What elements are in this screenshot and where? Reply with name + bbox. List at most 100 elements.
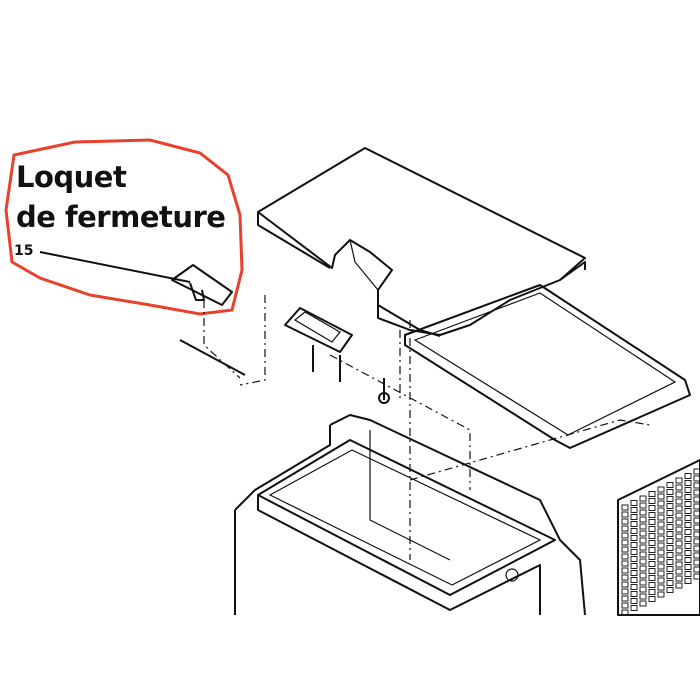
grille-cell (657, 535, 665, 542)
grille-cell (675, 519, 683, 526)
grille-cell (675, 575, 683, 582)
grille-cell (657, 528, 665, 535)
leader-line (39, 251, 191, 283)
grille-grid (621, 468, 700, 616)
grille-cell (648, 533, 656, 539)
grille-cell (693, 482, 700, 489)
grille-cell (666, 566, 674, 572)
grille-cell (621, 532, 629, 539)
grille-cell (666, 559, 674, 565)
callout-outline (4, 138, 244, 316)
grille-cell (630, 591, 638, 597)
latch-rod (179, 339, 246, 376)
assembly-dashed-lines (203, 295, 651, 560)
grille-cell (693, 489, 700, 496)
grille-cell (621, 525, 629, 532)
grille-cell (648, 561, 656, 567)
grille-cell (648, 519, 656, 525)
grille-cell (639, 586, 647, 593)
grille-cell (630, 570, 638, 576)
grille-cell (630, 577, 638, 583)
grille-cell (675, 498, 683, 505)
grille-cell (684, 578, 692, 584)
grille-cell (630, 521, 638, 527)
grille-cell (684, 536, 692, 542)
grille-cell (639, 516, 647, 523)
grille-cell (693, 552, 700, 559)
grille-cell (657, 577, 665, 584)
grille-cell (621, 511, 629, 518)
grille-cell (648, 491, 656, 497)
grille-cell (639, 530, 647, 537)
grille-cell (621, 518, 629, 525)
grille-cell (666, 580, 674, 586)
grille-cell (648, 554, 656, 560)
grille-cell (630, 542, 638, 548)
grille-cell (648, 512, 656, 518)
grille-cell (684, 550, 692, 556)
grille-cell (684, 522, 692, 528)
hinge-part (284, 307, 390, 404)
grille-cell (639, 523, 647, 530)
grille-cell (666, 510, 674, 516)
grille-cell (648, 505, 656, 511)
grille-cell (648, 526, 656, 532)
grille-cell (666, 489, 674, 495)
grille-cell (657, 542, 665, 549)
grille-cell (684, 529, 692, 535)
grille-cell (639, 579, 647, 586)
grille-cell (675, 554, 683, 561)
base-box (234, 414, 586, 616)
grille-cell (648, 498, 656, 504)
grille-cell (684, 564, 692, 570)
grille-cell (684, 557, 692, 563)
grille-cell (693, 573, 700, 580)
grille-cell (675, 512, 683, 519)
grille-cell (630, 507, 638, 513)
grille-cell (621, 504, 629, 511)
grille-cell (675, 540, 683, 547)
grille-cell (657, 591, 665, 598)
grille-cell (630, 535, 638, 541)
grille-cell (675, 568, 683, 575)
grille-cell (657, 486, 665, 493)
grille-cell (621, 588, 629, 595)
grille-cell (657, 584, 665, 591)
grille-cell (639, 544, 647, 551)
grille-cell (666, 524, 674, 530)
grille-cell (639, 509, 647, 516)
grille-cell (684, 571, 692, 577)
grille-cell (684, 487, 692, 493)
grille-cell (693, 559, 700, 566)
grille-cell (684, 543, 692, 549)
grille-cell (648, 582, 656, 588)
grille-cell (693, 510, 700, 517)
grille-cell (630, 584, 638, 590)
grille-cell (666, 538, 674, 544)
grille-cell (630, 598, 638, 604)
grille-cell (630, 605, 638, 611)
grille-cell (639, 551, 647, 558)
grille-cell (657, 507, 665, 514)
grille-cell (639, 593, 647, 600)
grille-cell (621, 553, 629, 560)
grille-cell (639, 565, 647, 572)
grille-cell (657, 521, 665, 528)
grille-cell (675, 505, 683, 512)
grille-panel (617, 459, 700, 616)
grille-cell (693, 524, 700, 531)
grille-cell (621, 539, 629, 546)
grille-cell (666, 517, 674, 523)
grille-cell (693, 496, 700, 503)
grille-cell (684, 508, 692, 514)
grille-cell (639, 502, 647, 509)
grille-cell (639, 600, 647, 607)
grille-cell (630, 563, 638, 569)
latch-part (171, 264, 233, 306)
grille-cell (693, 468, 700, 475)
grille-cell (630, 556, 638, 562)
grille-cell (675, 561, 683, 568)
grille-cell (675, 547, 683, 554)
grille-cell (621, 581, 629, 588)
